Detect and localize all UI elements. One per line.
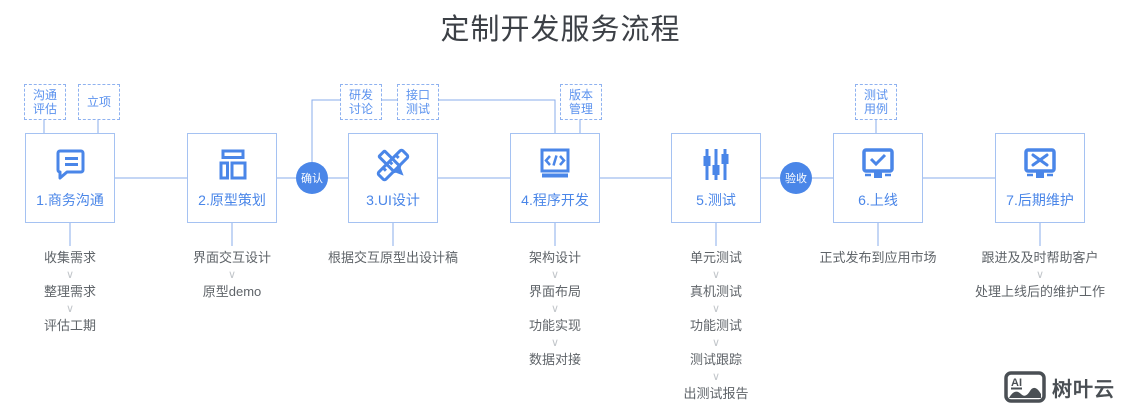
chevron-down-icon: ∨ <box>65 269 75 281</box>
step-box-testing: 5.测试 <box>671 133 761 223</box>
task-list-testing: 单元测试 ∨ 真机测试 ∨ 功能测试 ∨ 测试跟踪 ∨ 出测试报告 <box>631 250 801 402</box>
tag-test-cases: 测试用例 <box>855 84 897 120</box>
step-label: 7.后期维护 <box>1006 192 1074 208</box>
task-item: 收集需求 <box>43 250 96 265</box>
confirm-badge: 确认 <box>296 162 328 194</box>
step-label: 6.上线 <box>858 192 898 208</box>
task-item: 跟进及及时帮助客户 <box>981 250 1099 265</box>
step-label: 4.程序开发 <box>521 192 589 208</box>
tag-api-testing: 接口测试 <box>397 84 439 120</box>
monitor-check-icon <box>856 143 900 187</box>
chevron-down-icon: ∨ <box>65 303 75 315</box>
task-item: 根据交互原型出设计稿 <box>327 250 458 265</box>
tag-dev-discussion: 研发讨论 <box>340 84 382 120</box>
watermark-logo-text: AI <box>1011 377 1022 389</box>
chevron-down-icon: ∨ <box>711 303 721 315</box>
task-item: 架构设计 <box>528 250 581 265</box>
acceptance-badge: 验收 <box>780 162 812 194</box>
tag-version-control: 版本管理 <box>560 84 602 120</box>
step-label: 5.测试 <box>696 192 736 208</box>
task-item: 评估工期 <box>43 318 96 333</box>
watermark-brand-text: 树叶云 <box>1052 378 1115 401</box>
chevron-down-icon: ∨ <box>1035 269 1045 281</box>
step-box-ui-design: 3.UI设计 <box>348 133 438 223</box>
step-box-launch: 6.上线 <box>833 133 923 223</box>
chevron-down-icon: ∨ <box>711 337 721 349</box>
tag-communication-evaluation: 沟通评估 <box>24 84 66 120</box>
task-item: 正式发布到应用市场 <box>819 250 937 265</box>
chevron-down-icon: ∨ <box>550 337 560 349</box>
task-item: 界面交互设计 <box>192 250 271 265</box>
chevron-down-icon: ∨ <box>711 269 721 281</box>
chat-icon <box>48 143 92 187</box>
task-item: 数据对接 <box>528 352 581 367</box>
step-box-prototype-planning: 2.原型策划 <box>187 133 277 223</box>
step-box-maintenance: 7.后期维护 <box>995 133 1085 223</box>
page-title: 定制开发服务流程 <box>440 14 681 46</box>
task-item: 出测试报告 <box>683 386 749 401</box>
step-label: 3.UI设计 <box>366 192 420 208</box>
task-item: 测试跟踪 <box>689 352 742 367</box>
ai-picture-icon: AI <box>1004 371 1046 403</box>
task-item: 原型demo <box>202 284 262 299</box>
task-item: 单元测试 <box>689 250 742 265</box>
monitor-tools-icon <box>1018 143 1062 187</box>
task-item: 处理上线后的维护工作 <box>974 284 1105 299</box>
task-list-ui-design: 根据交互原型出设计稿 <box>308 250 478 266</box>
chevron-down-icon: ∨ <box>550 269 560 281</box>
chevron-down-icon: ∨ <box>227 269 237 281</box>
step-label: 1.商务沟通 <box>36 192 104 208</box>
tag-project-initiation: 立项 <box>78 84 120 120</box>
step-label: 2.原型策划 <box>198 192 266 208</box>
task-item: 界面布局 <box>528 284 581 299</box>
chevron-down-icon: ∨ <box>550 303 560 315</box>
prototype-icon <box>210 143 254 187</box>
step-box-program-development: 4.程序开发 <box>510 133 600 223</box>
step-box-business-communication: 1.商务沟通 <box>25 133 115 223</box>
task-item: 功能测试 <box>689 318 742 333</box>
task-list-program-development: 架构设计 ∨ 界面布局 ∨ 功能实现 ∨ 数据对接 <box>470 250 640 368</box>
ruler-pencil-icon <box>371 143 415 187</box>
watermark: AI 树叶云 <box>1004 371 1115 403</box>
code-icon <box>533 143 577 187</box>
task-list-maintenance: 跟进及及时帮助客户 ∨ 处理上线后的维护工作 <box>955 250 1121 300</box>
task-list-launch: 正式发布到应用市场 <box>793 250 963 266</box>
task-item: 整理需求 <box>43 284 96 299</box>
task-item: 功能实现 <box>528 318 581 333</box>
chevron-down-icon: ∨ <box>711 371 721 383</box>
task-list-business-communication: 收集需求 ∨ 整理需求 ∨ 评估工期 <box>0 250 155 334</box>
task-item: 真机测试 <box>689 284 742 299</box>
task-list-prototype-planning: 界面交互设计 ∨ 原型demo <box>147 250 317 300</box>
sliders-icon <box>694 143 738 187</box>
